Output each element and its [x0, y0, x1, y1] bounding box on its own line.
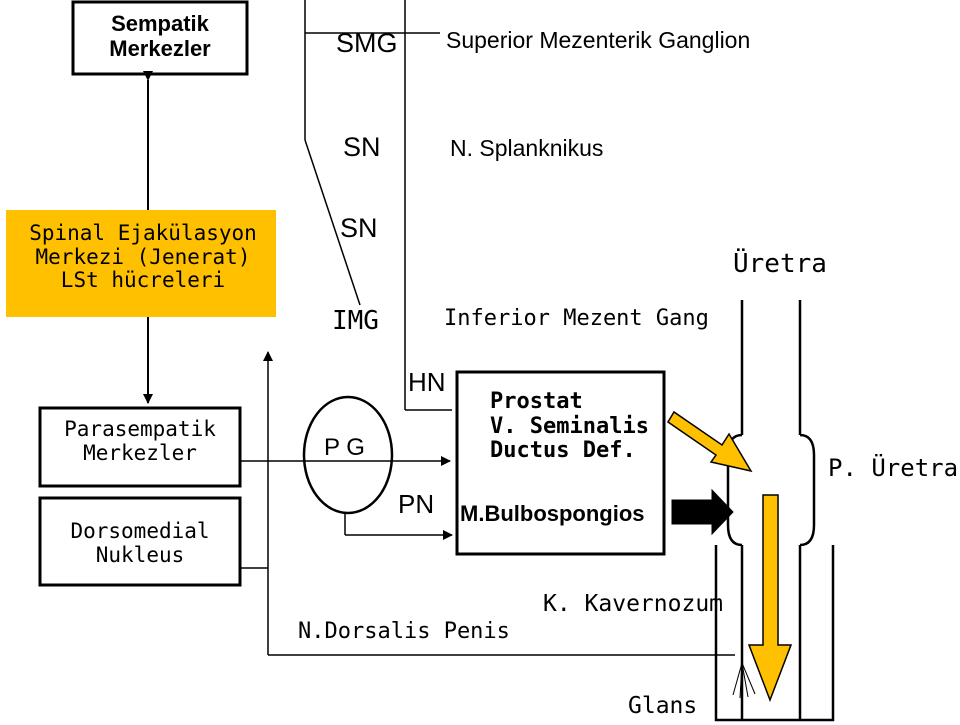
- parasympathetic-line2: Merkezler: [83, 440, 197, 465]
- prostate-line3: Ductus Def.: [490, 438, 636, 464]
- img-full-label: Inferior Mezent Gang: [444, 306, 709, 331]
- glans-nerve-2: [739, 662, 743, 699]
- dorsomedial-nucleus-box: [38, 496, 242, 587]
- n-dorsalis-penis-label: N.Dorsalis Penis: [298, 619, 510, 644]
- parasympathetic-centers-text: Parasempatik Merkezler: [64, 417, 216, 465]
- prostate-group-text: Prostat V. Seminalis Ductus Def.: [490, 389, 649, 464]
- prostate-group-box: [455, 370, 666, 556]
- sympathetic-centers-box: [71, 0, 249, 76]
- splanchnic-label: N. Splanknikus: [450, 135, 604, 161]
- spinal-ejaculation-text: Spinal Ejakülasyon Merkezi (Jenerat) LSt…: [29, 221, 257, 293]
- black-block-arrow: [671, 488, 734, 536]
- smg-label: SMG: [336, 28, 398, 58]
- parasympathetic-line1: Parasempatik: [64, 417, 216, 441]
- prostate-line1: Prostat: [490, 389, 583, 414]
- uretra-label: Üretra: [733, 249, 827, 279]
- spinal-line3: LSt hücreleri: [60, 268, 226, 293]
- yellow-vertical-arrow: [747, 494, 793, 703]
- sympathetic-centers-line2: Merkezler: [109, 35, 211, 61]
- sympathetic-centers-line1: Sempatik: [111, 11, 209, 36]
- spinal-line2: Merkezi (Jenerat): [35, 244, 251, 269]
- dorsomedial-line2: Nukleus: [95, 542, 185, 567]
- p-uretra-label: P. Üretra: [828, 454, 959, 482]
- dorsomedial-line1: Dorsomedial: [70, 519, 210, 543]
- prostate-line2: V. Seminalis: [490, 413, 649, 439]
- glans-nerve-1: [732, 662, 743, 696]
- pn-label: PN: [398, 489, 435, 519]
- sn-mid-label: SN: [340, 213, 378, 243]
- dorsomedial-nucleus-text: Dorsomedial Nukleus: [70, 519, 210, 567]
- glans-nerve-4: [741, 662, 756, 695]
- smg-to-img-diagonal: [304, 139, 361, 306]
- bulbospongios-label: M.Bulbospongios: [460, 501, 645, 526]
- parasympathetic-centers-box: [38, 406, 242, 488]
- spinal-ejaculation-center-box: [6, 210, 276, 317]
- penis-outer-box: [714, 545, 835, 722]
- pg-label: P G: [324, 434, 365, 461]
- hn-label: HN: [408, 367, 446, 397]
- sympathetic-centers-title: Sempatik Merkezler: [109, 11, 211, 61]
- glans-label: Glans: [628, 693, 698, 719]
- pelvic-ganglion-ellipse: [302, 395, 394, 515]
- k-kavernozum-label: K. Kavernozum: [543, 591, 724, 617]
- spinal-line1: Spinal Ejakülasyon: [29, 221, 257, 245]
- glans-nerve-3: [741, 662, 749, 698]
- urethra-left-bulge: [726, 433, 743, 547]
- sn-top-label: SN: [343, 132, 381, 162]
- yellow-diagonal-arrow: [666, 410, 753, 473]
- urethra-right-bulge: [799, 433, 816, 547]
- img-label: IMG: [332, 306, 379, 336]
- smg-full-label: Superior Mezenterik Ganglion: [446, 27, 751, 53]
